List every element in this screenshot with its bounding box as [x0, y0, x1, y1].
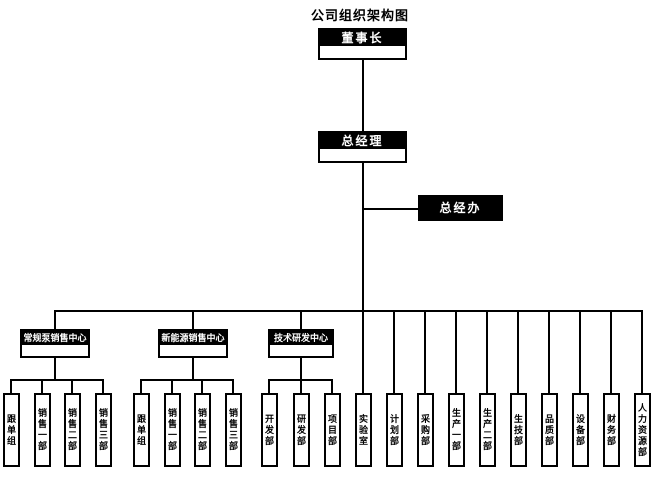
center-box-new-energy-sales: 新能源销售中心: [158, 329, 228, 358]
dept-box: 项目部: [324, 393, 341, 467]
dept-label: 销售一部: [167, 408, 177, 452]
connector-line: [393, 310, 395, 393]
dept-label: 生技部: [513, 413, 523, 447]
dept-box: 跟单组: [3, 393, 20, 467]
connector-line: [54, 310, 56, 329]
connector-line: [41, 379, 43, 393]
general-manager-value-cell: [320, 149, 405, 161]
dept-box: 财务部: [603, 393, 620, 467]
general-office-box: 总经办: [418, 195, 503, 221]
connector-line: [192, 358, 194, 380]
connector-line: [424, 310, 426, 393]
connector-line: [140, 379, 142, 393]
dept-label: 开发部: [264, 413, 274, 447]
dept-label: 生产二部: [482, 408, 492, 452]
connector-line: [268, 379, 270, 393]
dept-label: 设备部: [575, 413, 585, 447]
dept-label: 品质部: [544, 413, 554, 447]
center-label: 技术研发中心: [270, 331, 332, 345]
dept-label: 人力资源部: [637, 402, 647, 458]
connector-chairman-gm: [362, 60, 364, 131]
connector-line: [300, 358, 302, 380]
center-box-conventional-pump-sales: 常规泵销售中心: [20, 329, 90, 358]
chairman-box: 董事长: [318, 28, 407, 60]
center-label: 常规泵销售中心: [22, 331, 88, 345]
connector-line: [192, 310, 194, 329]
connector-line: [71, 379, 73, 393]
dept-label: 销售三部: [228, 408, 238, 452]
connector-line: [300, 310, 302, 329]
dept-label: 财务部: [606, 413, 616, 447]
connector-gm-mainline: [362, 163, 364, 311]
dept-label: 项目部: [327, 413, 337, 447]
connector-line: [579, 310, 581, 393]
dept-label: 销售三部: [98, 408, 108, 452]
dept-box: 设备部: [572, 393, 589, 467]
connector-sub-horizontal: [140, 379, 234, 381]
connector-line: [54, 358, 56, 380]
chairman-value-cell: [320, 46, 405, 58]
center-label: 新能源销售中心: [160, 331, 226, 345]
connector-line: [641, 310, 643, 393]
connector-line: [610, 310, 612, 393]
dept-box: 跟单组: [133, 393, 150, 467]
dept-label: 销售一部: [37, 408, 47, 452]
dept-box: 生技部: [510, 393, 527, 467]
dept-box: 研发部: [293, 393, 310, 467]
connector-main-horizontal: [54, 310, 643, 312]
dept-box: 实验室: [355, 393, 372, 467]
connector-sub-horizontal: [10, 379, 104, 381]
dept-box: 开发部: [261, 393, 278, 467]
dept-box: 品质部: [541, 393, 558, 467]
dept-label: 生产一部: [451, 408, 461, 452]
dept-label: 采购部: [420, 413, 430, 447]
dept-label: 实验室: [358, 413, 368, 447]
center-value-cell: [22, 345, 88, 356]
dept-box: 采购部: [417, 393, 434, 467]
connector-general-office: [363, 208, 418, 210]
general-manager-label: 总经理: [320, 133, 405, 149]
connector-line: [300, 379, 302, 393]
dept-box: 计划部: [386, 393, 403, 467]
dept-label: 销售二部: [67, 408, 77, 452]
dept-box: 销售三部: [95, 393, 112, 467]
chairman-label: 董事长: [320, 30, 405, 46]
connector-line: [548, 310, 550, 393]
dept-label: 计划部: [389, 413, 399, 447]
connector-line: [102, 379, 104, 393]
dept-box: 销售三部: [225, 393, 242, 467]
dept-box: 生产二部: [479, 393, 496, 467]
center-value-cell: [160, 345, 226, 356]
connector-line: [10, 379, 12, 393]
connector-line: [201, 379, 203, 393]
center-value-cell: [270, 345, 332, 356]
connector-line: [455, 310, 457, 393]
connector-line: [232, 379, 234, 393]
dept-box: 销售一部: [164, 393, 181, 467]
page-title: 公司组织架构图: [310, 8, 409, 23]
center-box-tech-rnd: 技术研发中心: [268, 329, 334, 358]
general-manager-box: 总经理: [318, 131, 407, 163]
dept-label: 销售二部: [197, 408, 207, 452]
connector-line: [362, 310, 364, 393]
connector-line: [517, 310, 519, 393]
dept-label: 研发部: [296, 413, 306, 447]
connector-line: [486, 310, 488, 393]
connector-line: [171, 379, 173, 393]
dept-box: 生产一部: [448, 393, 465, 467]
dept-box: 销售二部: [64, 393, 81, 467]
dept-label: 跟单组: [6, 413, 16, 447]
dept-box: 销售二部: [194, 393, 211, 467]
dept-label: 跟单组: [136, 413, 146, 447]
dept-box: 销售一部: [34, 393, 51, 467]
dept-box: 人力资源部: [634, 393, 651, 467]
connector-line: [331, 379, 333, 393]
